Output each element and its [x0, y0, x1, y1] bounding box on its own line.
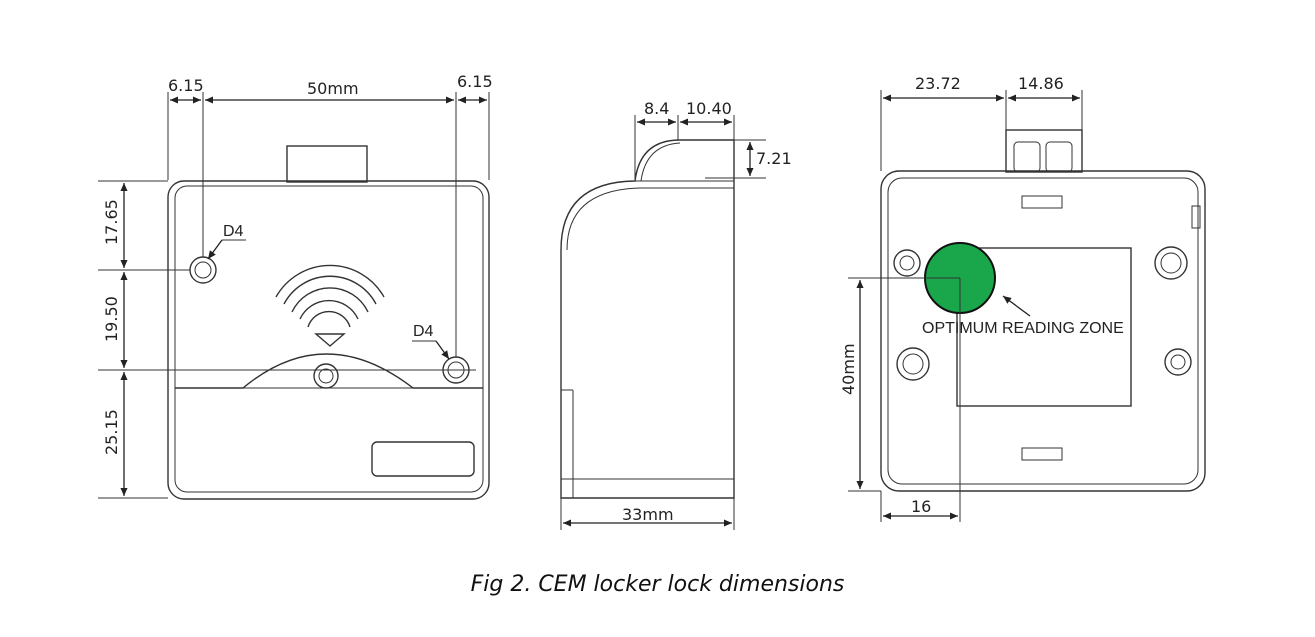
- back-hole-top-left: [893, 249, 921, 277]
- dim-back-vertical: 40mm: [839, 343, 858, 395]
- dim-middle: 19.50: [102, 296, 121, 342]
- dim-height: 7.21: [756, 149, 792, 168]
- front-view: 6.15 50mm 6.15 17.65 19.50 25.15 D4 D4: [98, 72, 493, 500]
- front-display-window: [371, 441, 475, 477]
- front-arch: [175, 353, 483, 389]
- dim-width: 50mm: [307, 79, 359, 98]
- back-view: OPTIMUM READING ZONE 23.72 14.86 40mm 16: [839, 74, 1206, 522]
- dim-back-right: 14.86: [1018, 74, 1064, 93]
- front-hole-center: [313, 363, 339, 389]
- dim-bottom: 25.15: [102, 409, 121, 455]
- hole-label-left: D4: [223, 223, 244, 240]
- dim-top: 17.65: [102, 199, 121, 245]
- reading-zone-label: OPTIMUM READING ZONE: [922, 320, 1124, 337]
- dim-back-bottom: 16: [911, 497, 931, 516]
- wifi-icon: [275, 264, 385, 347]
- dim-right-margin: 6.15: [457, 72, 493, 91]
- dim-step: 8.4: [644, 99, 669, 118]
- front-hole-left: [189, 256, 217, 284]
- dim-top-depth: 10.40: [686, 99, 732, 118]
- front-top-tab: [286, 145, 368, 183]
- side-view: 8.4 10.40 7.21 33mm: [560, 99, 792, 530]
- back-hole-top-right: [1154, 246, 1188, 280]
- back-body-outline: [880, 170, 1206, 492]
- dim-depth: 33mm: [622, 505, 674, 524]
- front-body-outline: [167, 180, 490, 500]
- dim-back-left: 23.72: [915, 74, 961, 93]
- side-body-outline: [560, 139, 735, 499]
- figure-caption: Fig 2. CEM locker lock dimensions: [470, 572, 845, 597]
- back-hole-bottom-right: [1164, 348, 1192, 376]
- back-label-area: [956, 247, 1132, 407]
- back-hole-bottom-left: [896, 347, 930, 381]
- hole-label-right: D4: [413, 323, 434, 340]
- dim-left-margin: 6.15: [168, 76, 204, 95]
